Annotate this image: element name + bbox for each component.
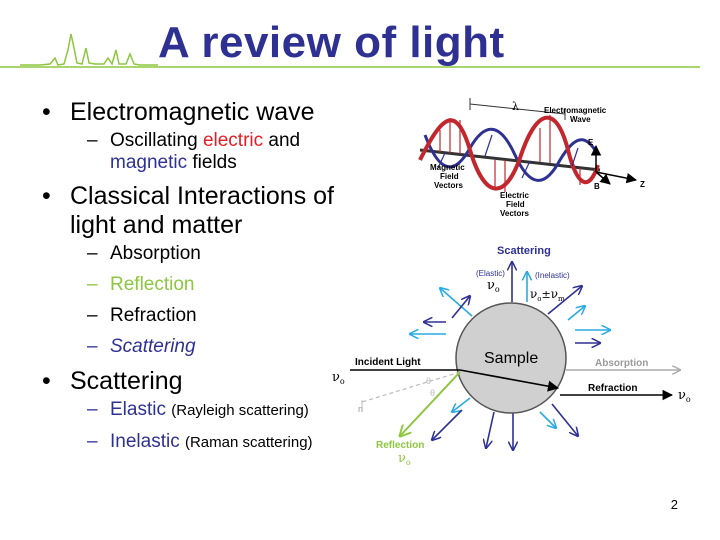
scattering-diagram: Scattering (Elastic) (Inelastic) νo νo±ν… [332,245,691,467]
axis-b: B [594,182,600,191]
word-magnetic: magnetic [110,152,188,173]
word-electric: electric [202,130,264,151]
svg-text:νo: νo [678,388,691,404]
axis-z: Z [640,180,645,189]
svg-text:νo: νo [398,451,411,467]
bullet-classical-interactions: Classical Interactions of light and matt… [40,182,380,240]
svg-text:Vectors: Vectors [500,209,529,218]
svg-text:νo±νm: νo±νm [530,287,565,303]
svg-text:θ: θ [430,388,435,398]
svg-text:(Elastic): (Elastic) [476,269,505,278]
sub-oscillating-fields: – Oscillating electric and magnetic fiel… [87,130,301,173]
sub-reflection: –Reflection [87,274,195,295]
wave-label-2: Wave [570,115,591,124]
em-wave-diagram: λ Electromagnetic Wave Magnetic Field Ve… [418,98,645,218]
svg-text:νo: νo [332,370,345,386]
bullet-em-wave: Electromagnetic wave [40,98,380,127]
sub-scattering: –Scattering [87,336,196,357]
refraction-label: Refraction [588,383,637,394]
sub-elastic: –Elastic (Rayleigh scattering) [87,399,309,420]
scattered-arrows [410,262,610,450]
bullet-list: Electromagnetic wave – Oscillating elect… [40,98,380,461]
sample-circle [455,302,567,414]
bullet-scattering: Scattering [40,367,380,396]
svg-text:Electric: Electric [500,191,529,200]
svg-text:θ: θ [426,376,431,386]
svg-text:Magnetic: Magnetic [430,163,465,172]
svg-text:Field: Field [440,172,459,181]
slide-title: A review of light [158,18,505,67]
sample-label: Sample [484,350,538,367]
spectrum-logo [0,33,700,68]
axis-e: E [588,138,594,147]
sub-absorption: –Absorption [87,243,201,264]
wave-label-1: Electromagnetic [544,106,607,115]
svg-text:Vectors: Vectors [434,181,463,190]
svg-text:n: n [358,404,363,414]
svg-text:νo: νo [487,278,500,294]
lambda-label: λ [512,100,519,113]
scattering-label: Scattering [497,245,551,257]
svg-text:Field: Field [506,200,525,209]
sub-refraction: –Refraction [87,305,197,326]
reflection-label: Reflection [376,440,424,451]
sub-inelastic: –Inelastic (Raman scattering) [87,431,313,452]
incident-light-label: Incident Light [355,357,421,368]
page-number: 2 [670,497,678,512]
svg-text:(Inelastic): (Inelastic) [535,271,570,280]
absorption-label: Absorption [595,358,648,369]
